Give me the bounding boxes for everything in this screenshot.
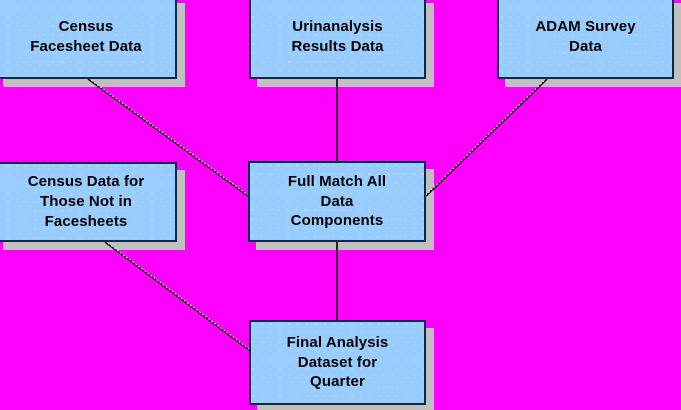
node-label: Census Data for Those Not in Facesheets	[27, 173, 145, 230]
node-census-data-not-in-facesheets[interactable]: Census Data for Those Not in Facesheets	[0, 162, 177, 242]
node-full-match-all-data-components[interactable]: Full Match All Data Components	[248, 161, 426, 242]
connector-census-not-in-facesheets-to-final-analysis	[104, 240, 250, 351]
node-adam-survey-data[interactable]: ADAM Survey Data	[497, 0, 674, 79]
node-final-analysis-dataset-for-quarter[interactable]: Final Analysis Dataset for Quarter	[249, 320, 426, 405]
node-label: Full Match All Data Components	[287, 172, 387, 230]
node-census-facesheet-data[interactable]: Census Facesheet Data	[0, 0, 177, 79]
node-label: Final Analysis Dataset for Quarter	[286, 333, 389, 391]
node-urinanalysis-results-data[interactable]: Urinanalysis Results Data	[249, 0, 426, 79]
node-label: ADAM Survey Data	[535, 18, 636, 55]
connector-adam-survey-to-full-match	[425, 77, 548, 197]
node-label: Census Facesheet Data	[30, 18, 142, 55]
node-label: Urinanalysis Results Data	[291, 18, 384, 55]
